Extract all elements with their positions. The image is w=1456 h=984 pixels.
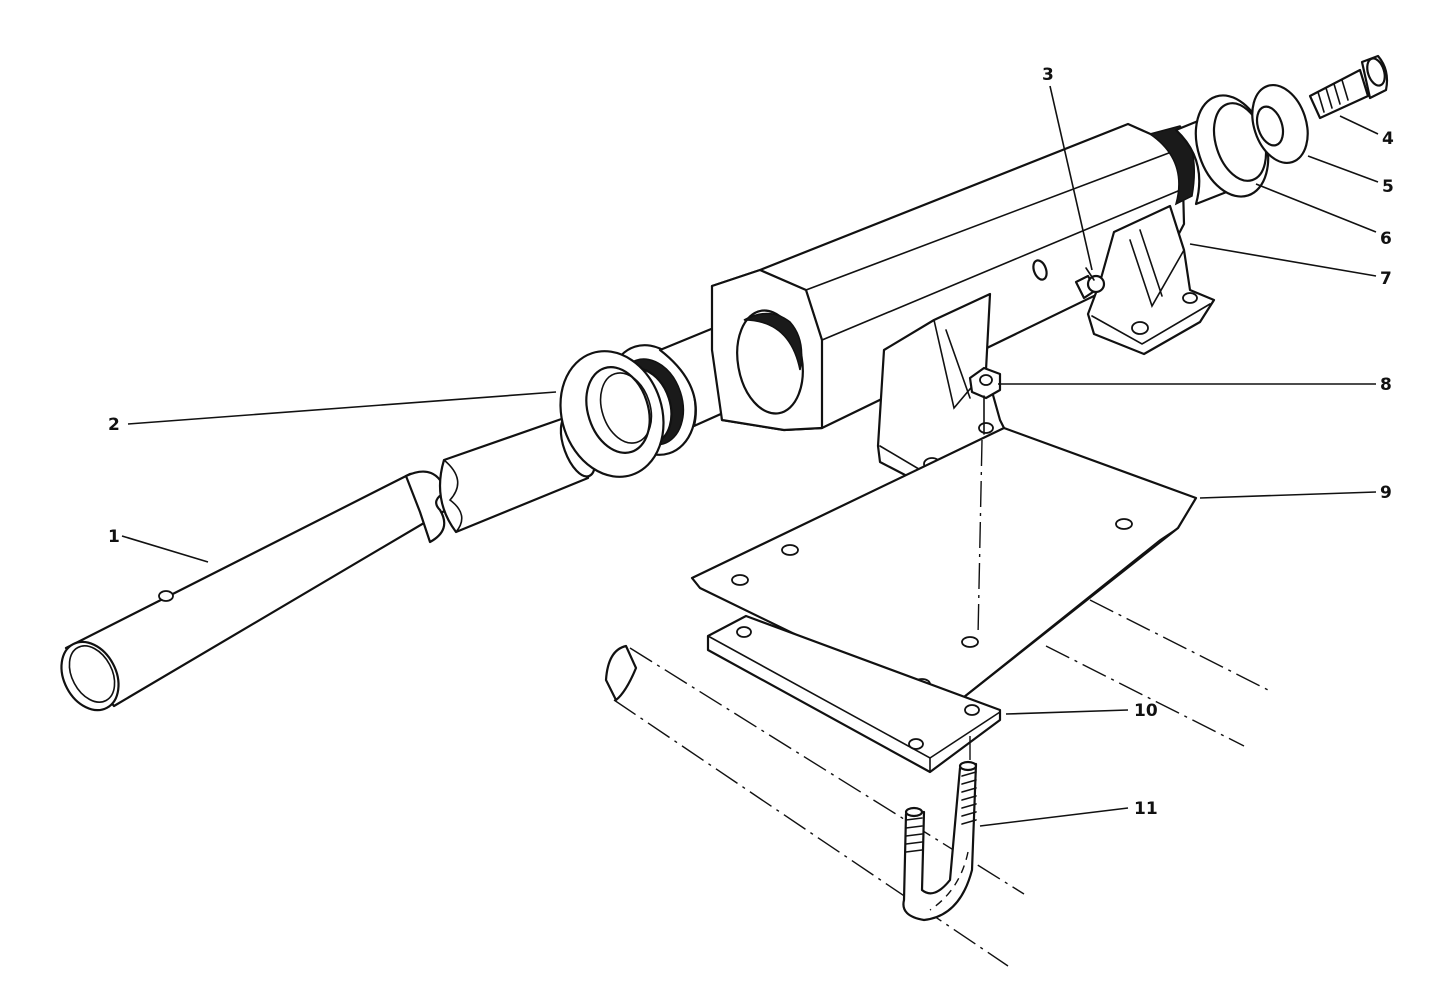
callout-9: 9 — [1380, 483, 1392, 503]
housing-part-7 — [710, 122, 1216, 492]
callout-2: 2 — [108, 415, 120, 435]
callout-11: 11 — [1134, 799, 1158, 819]
centerline-plate-b — [1045, 645, 1245, 747]
nut-part-8 — [968, 366, 1002, 435]
u-bolt-part-11 — [902, 760, 978, 922]
bolt-part-4 — [1308, 54, 1389, 120]
callout-3: 3 — [1042, 65, 1054, 85]
grease-fitting-part-3 — [1074, 267, 1106, 300]
callout-6: 6 — [1380, 229, 1392, 249]
callout-10: 10 — [1134, 701, 1158, 721]
callout-8: 8 — [1380, 375, 1392, 395]
backing-plate-part-10 — [706, 614, 1002, 774]
callout-leaders — [121, 85, 1379, 827]
centerline-bolt — [977, 439, 983, 637]
callout-5: 5 — [1382, 177, 1394, 197]
washer-part-5 — [1251, 84, 1309, 164]
callout-labels: 1 2 3 4 5 6 7 8 9 10 11 — [108, 65, 1394, 819]
callout-7: 7 — [1380, 269, 1392, 289]
shaft-part-1 — [60, 470, 448, 712]
callout-1: 1 — [108, 527, 120, 547]
flanged-bearing-part-2 — [559, 344, 697, 478]
centerline-plate-a — [1089, 599, 1273, 693]
callout-4: 4 — [1382, 129, 1394, 149]
